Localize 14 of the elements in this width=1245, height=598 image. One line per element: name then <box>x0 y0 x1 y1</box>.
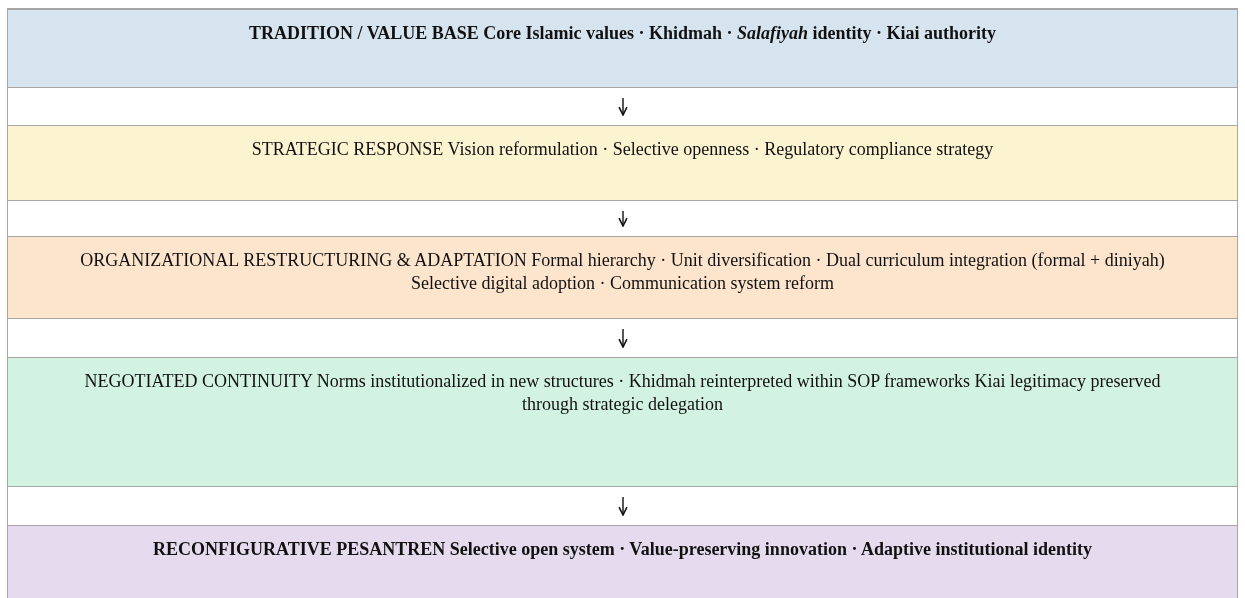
arrow <box>618 328 628 348</box>
stage-text: ORGANIZATIONAL RESTRUCTURING & ADAPTATION Formal hierarchy · Unit diversification · Dual curriculum integration (formal + diniyah) Selective digital adoption · Communication system reform <box>79 249 1166 296</box>
stage-text: RECONFIGURATIVE PESANTREN Selective open system · Value-preserving innovation · Adaptive institutional identity <box>153 538 1092 561</box>
stage-text: TRADITION / VALUE BASE Core Islamic values · Khidmah · Salafiyah identity · Kiai authority <box>248 22 997 45</box>
stage-box <box>8 525 1237 598</box>
stage-box <box>8 236 1237 319</box>
arrow <box>618 496 628 516</box>
stage-box <box>8 125 1237 201</box>
arrow <box>618 97 628 116</box>
stage-text: NEGOTIATED CONTINUITY Norms institutionalized in new structures · Khidmah reinterpreted within SOP frameworks Kiai legitimacy preserved through strategic delegation <box>83 370 1162 417</box>
stage-box <box>8 357 1237 487</box>
arrow <box>618 210 628 227</box>
stage-box <box>8 9 1237 88</box>
stage-text: STRATEGIC RESPONSE Vision reformulation · Selective openness · Regulatory compliance strategy <box>251 138 994 161</box>
